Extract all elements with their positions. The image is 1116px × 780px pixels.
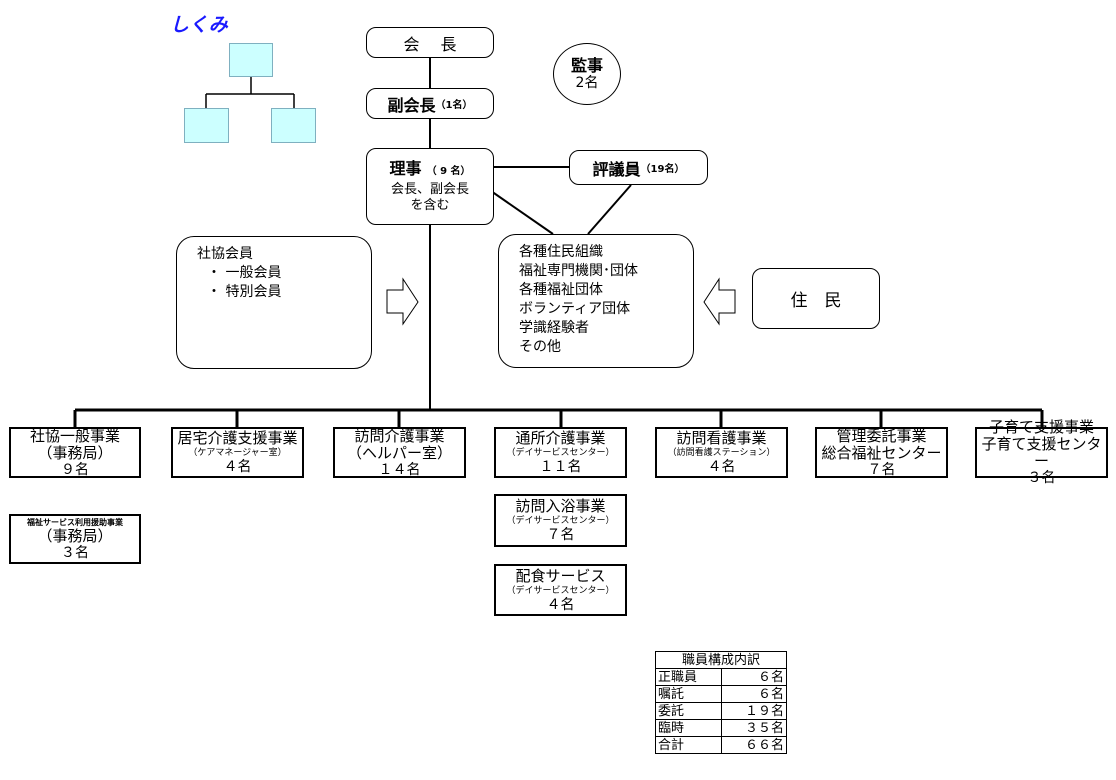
department-count: ４名: [707, 459, 736, 475]
department-home-nursing: 訪問看護事業 （訪問看護ステーション） ４名: [655, 427, 788, 478]
staff-row-label: 委託: [655, 702, 722, 720]
department-name: 訪問入浴事業: [515, 497, 606, 515]
department-count: １１名: [539, 459, 582, 475]
staff-row-label: 正職員: [655, 668, 722, 686]
table-row: 委託 １９名: [655, 702, 787, 720]
staff-row-value: ６名: [720, 685, 787, 703]
president-box: 会 長: [366, 27, 494, 58]
organization-item: その他: [519, 339, 561, 355]
department-home-bathing: 訪問入浴事業 （デイサービスセンター） ７名: [494, 494, 627, 547]
legend-box-right: [271, 108, 316, 143]
organization-item: ボランティア団体: [519, 301, 631, 317]
legend-box-top: [229, 43, 273, 77]
table-row: 合計 ６６名: [655, 736, 787, 754]
directors-box: 理事 （ 9 名） 会長、副会長 を含む: [366, 148, 494, 225]
department-sub: （訪問看護ステーション）: [667, 448, 776, 458]
department-sub: （事務局）: [37, 443, 113, 462]
vice-president-box: 副会長 （1名）: [366, 88, 494, 119]
department-meal-service: 配食サービス （デイサービスセンター） ４名: [494, 564, 627, 616]
table-row: 臨時 ３５名: [655, 719, 787, 737]
directors-heading: 理事 （ 9 名）: [389, 159, 470, 182]
arrow-left-icon: [703, 277, 736, 326]
members-title: 社協会員: [197, 246, 253, 262]
department-count: １４名: [378, 461, 421, 478]
department-sub: （デイサービスセンター）: [506, 448, 615, 458]
department-name: 通所介護事業: [515, 429, 606, 447]
members-item: ・ 一般会員: [207, 265, 282, 281]
staff-row-value: １９名: [720, 702, 787, 720]
department-day-care: 通所介護事業 （デイサービスセンター） １１名: [494, 427, 627, 478]
directors-title: 理事: [389, 159, 422, 178]
councilors-title: 評議員: [592, 159, 641, 179]
staff-table-title: 職員構成内訳: [655, 651, 787, 669]
legend-box-left: [184, 108, 229, 143]
department-name: 居宅介護支援事業: [177, 429, 298, 447]
department-count: ７名: [867, 461, 896, 478]
department-sub: （ヘルパー室）: [346, 443, 452, 462]
organizations-box: 各種住民組織 福祉専門機関･団体 各種福祉団体 ボランティア団体 学識経験者 そ…: [498, 234, 694, 368]
department-count: ３名: [61, 545, 89, 561]
department-count: ４名: [223, 459, 252, 475]
organization-item: 学識経験者: [519, 320, 589, 336]
department-name: 訪問介護事業: [354, 426, 445, 445]
department-name: 福祉サービス利用援助事業: [27, 518, 123, 527]
department-name: 子育て支援事業: [988, 418, 1094, 436]
president-label: 会 長: [403, 34, 457, 54]
department-count: ７名: [546, 527, 575, 543]
arrow-right-icon: [386, 277, 419, 326]
directors-count: （ 9 名）: [426, 166, 471, 177]
department-sub: （デイサービスセンター）: [506, 516, 615, 526]
department-count: ３名: [1027, 470, 1056, 486]
department-count: ９名: [61, 461, 89, 478]
department-home-care: 訪問介護事業 （ヘルパー室） １４名: [333, 427, 466, 478]
table-row: 嘱託 ６名: [655, 685, 787, 703]
organization-item: 各種住民組織: [519, 244, 603, 260]
vice-president-count: （1名）: [435, 100, 473, 111]
department-welfare-use: 福祉サービス利用援助事業 （事務局） ３名: [9, 514, 141, 564]
staff-row-label: 臨時: [655, 719, 722, 737]
department-sub: （事務局）: [37, 527, 113, 545]
department-name: 訪問看護事業: [676, 429, 767, 447]
staff-composition-table: 職員構成内訳 正職員 ６名 嘱託 ６名 委託 １９名 臨時 ３５名 合計 ６６名: [655, 651, 787, 754]
department-count: ４名: [546, 596, 575, 613]
department-general: 社協一般事業 （事務局） ９名: [9, 427, 141, 478]
department-sub: 子育て支援センター: [981, 435, 1102, 470]
table-row: 職員構成内訳: [655, 651, 787, 669]
organization-item: 各種福祉団体: [519, 282, 603, 298]
staff-row-label: 合計: [655, 736, 722, 754]
members-box: 社協会員 ・ 一般会員 ・ 特別会員: [176, 236, 372, 369]
directors-note-line1: 会長、副会長: [390, 182, 469, 197]
organization-item: 福祉専門機関･団体: [519, 263, 638, 279]
directors-note-line2: を含む: [410, 198, 450, 213]
legend-title: しくみ: [170, 14, 228, 36]
auditor-circle: 監事 2名: [553, 43, 621, 105]
table-row: 正職員 ６名: [655, 668, 787, 686]
department-name: 配食サービス: [515, 566, 606, 585]
staff-row-value: ６名: [720, 668, 787, 686]
councilors-box: 評議員 （19名）: [569, 150, 708, 185]
staff-row-label: 嘱託: [655, 685, 722, 703]
auditor-title: 監事: [570, 56, 603, 75]
councilors-count: （19名）: [640, 164, 685, 175]
members-item: ・ 特別会員: [207, 284, 282, 300]
department-name: 社協一般事業: [29, 426, 120, 445]
department-care-support: 居宅介護支援事業 （ケアマネージャー室） ４名: [171, 427, 304, 478]
staff-row-value: ６６名: [720, 736, 787, 754]
staff-row-value: ３５名: [720, 719, 787, 737]
vice-president-title: 副会長: [387, 95, 436, 115]
department-sub: （ケアマネージャー室）: [188, 448, 287, 458]
auditor-count: 2名: [575, 75, 599, 91]
department-managed: 管理委託事業 総合福祉センター ７名: [815, 427, 948, 478]
residents-box: 住 民: [752, 268, 880, 329]
department-sub: 総合福祉センター: [821, 443, 942, 462]
department-name: 管理委託事業: [836, 426, 927, 445]
department-sub: （デイサービスセンター）: [506, 585, 615, 596]
department-childcare: 子育て支援事業 子育て支援センター ３名: [975, 419, 1108, 486]
residents-label: 住 民: [790, 291, 842, 311]
